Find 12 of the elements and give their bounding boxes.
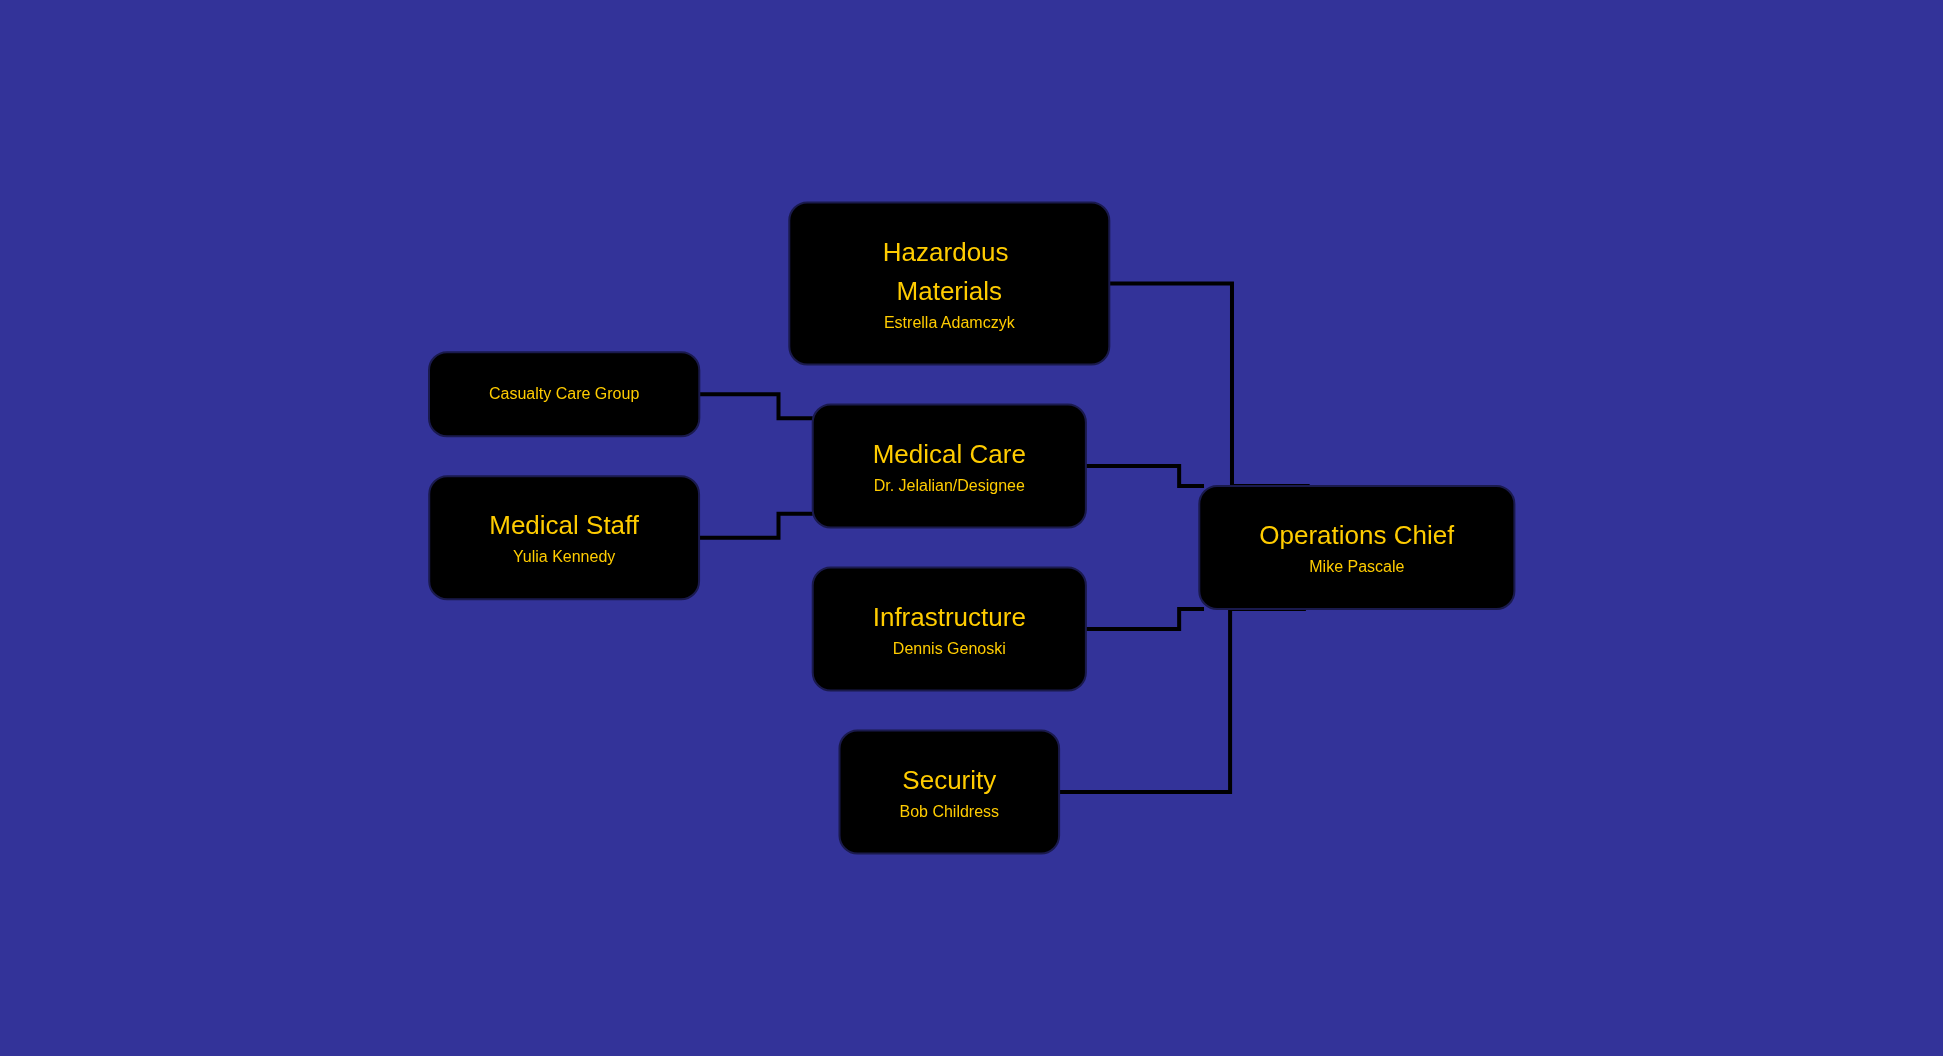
node-box: Security Bob Childress — [838, 729, 1060, 855]
node-box: Medical Staff Yulia Kennedy — [428, 475, 700, 601]
node-box: Hazardous Materials Estrella Adamczyk — [788, 201, 1111, 366]
connector — [1085, 607, 1204, 631]
node-box: Operations Chief Mike Pascale — [1198, 485, 1516, 610]
node-box: Medical Care Dr. Jelalian/Designee — [811, 403, 1087, 529]
node-box: Casualty Care Group — [427, 351, 701, 438]
connector — [699, 392, 813, 421]
connector — [1085, 464, 1204, 488]
connector — [698, 511, 813, 540]
connector — [1109, 281, 1310, 488]
node-box: Infrastructure Dennis Genoski — [811, 566, 1087, 692]
